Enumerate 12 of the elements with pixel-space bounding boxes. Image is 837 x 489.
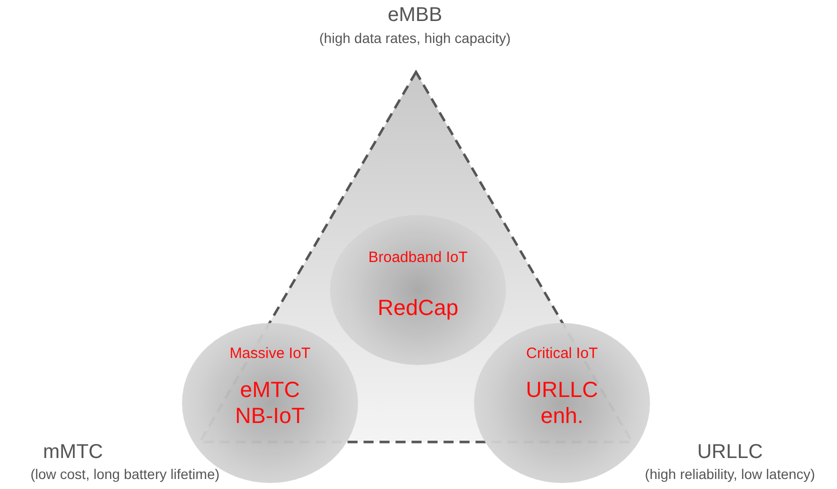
circle-text: RedCap bbox=[376, 295, 460, 321]
corner-subtitle: (high reliability, low latency) bbox=[644, 466, 816, 482]
corner-title: mMTC bbox=[43, 441, 103, 463]
circle-text: URLLC enh. bbox=[524, 377, 600, 429]
circle-heading: Massive IoT bbox=[228, 345, 312, 362]
corner-subtitle: (low cost, long battery lifetime) bbox=[30, 466, 220, 482]
circle-heading: Broadband IoT bbox=[367, 249, 469, 266]
corner-subtitle: (high data rates, high capacity) bbox=[319, 30, 511, 46]
corner-title: URLLC bbox=[697, 441, 763, 463]
circle-text: eMTC NB-IoT bbox=[234, 377, 306, 429]
circle-heading: Critical IoT bbox=[525, 345, 599, 362]
corner-title: eMBB bbox=[388, 4, 442, 26]
